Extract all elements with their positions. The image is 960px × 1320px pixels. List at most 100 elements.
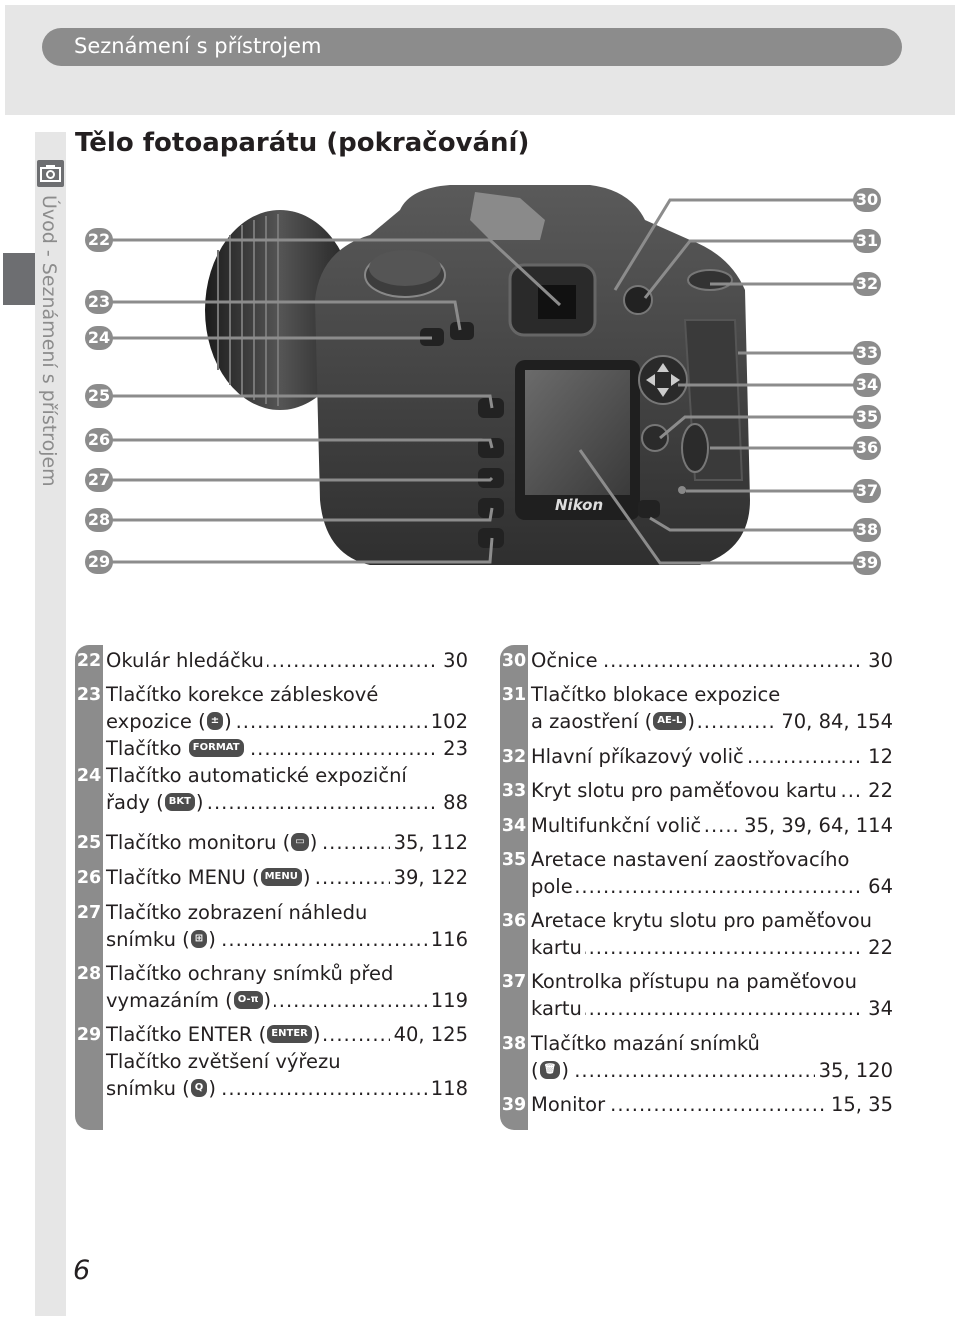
section-title: Seznámení s přístrojem (74, 34, 322, 58)
legend-label: Tlačítko korekce zábleskové (106, 683, 382, 706)
page-reference: 15, 35 (826, 1091, 893, 1118)
leader-dots: ........................................… (531, 997, 893, 1020)
legend-number: 30 (501, 651, 527, 671)
sidebar-strip (35, 132, 66, 1316)
button-glyph-icon: AE-L (653, 712, 687, 730)
page-reference: 30 (864, 647, 893, 674)
leader-dots: ........................................… (531, 936, 893, 959)
legend-label: Kryt slotu pro paměťovou kartu (531, 779, 840, 802)
legend-text: Aretace krytu slotu pro paměťovou (531, 909, 873, 932)
legend-line: Kontrolka přístupu na paměťovou (531, 968, 893, 995)
legend-line: Očnice..................................… (531, 647, 893, 674)
legend-text: Tlačítko monitoru ( (106, 831, 291, 854)
legend-label: Tlačítko mazání snímků (531, 1032, 763, 1055)
legend-text: řady ( (106, 791, 164, 814)
legend-number: 31 (501, 685, 527, 705)
leader-dots: ........................................… (531, 1059, 893, 1082)
legend-line: kartu...................................… (531, 934, 893, 961)
legend-number: 39 (501, 1095, 527, 1115)
legend-paren: ) (208, 928, 216, 951)
legend-text: kartu (531, 997, 582, 1020)
legend-paren: ) (312, 1023, 321, 1046)
legend-label: a zaostření (AE-L) (531, 710, 698, 733)
page-reference: 12 (864, 743, 893, 770)
legend-text: Tlačítko blokace expozice (531, 683, 781, 706)
page-reference: 39, 122 (389, 864, 468, 891)
legend-label: Tlačítko ENTER (ENTER) (106, 1023, 324, 1046)
legend-label: Aretace nastavení zaostřovacího (531, 848, 853, 871)
legend-text: vymazáním ( (106, 989, 233, 1012)
legend-label: (🗑) (531, 1059, 572, 1082)
legend-number: 32 (501, 747, 527, 767)
legend-line: Tlačítko korekce zábleskové (106, 681, 468, 708)
callout-28: 28 (85, 508, 113, 532)
legend-text: Tlačítko mazání snímků (531, 1032, 760, 1055)
legend-label: Multifunkční volič (531, 814, 705, 837)
legend-text: Hlavní příkazový volič (531, 745, 744, 768)
button-glyph-icon: ± (206, 712, 224, 730)
callout-22: 22 (85, 228, 113, 252)
legend-line: snímku (Q)..............................… (106, 1075, 468, 1102)
legend-label: vymazáním (O-π) (106, 989, 275, 1012)
button-glyph-icon: 🗑 (539, 1061, 561, 1079)
legend-text: pole (531, 875, 573, 898)
legend-line: (🗑).....................................… (531, 1057, 893, 1084)
legend-label: Kontrolka přístupu na paměťovou (531, 970, 860, 993)
leader-dots: ........................................… (531, 875, 893, 898)
legend-text: Kontrolka přístupu na paměťovou (531, 970, 857, 993)
legend-line: Tlačítko zobrazení náhledu (106, 899, 468, 926)
legend-label: Tlačítko zobrazení náhledu (106, 901, 371, 924)
legend-label: expozice (±) (106, 710, 235, 733)
legend-text: Tlačítko ochrany snímků před (106, 962, 394, 985)
page-reference: 70, 84, 154 (777, 708, 893, 735)
page-reference: 40, 125 (389, 1021, 468, 1048)
legend-number: 26 (76, 868, 102, 888)
legend-text: Multifunkční volič (531, 814, 702, 837)
callout-26: 26 (85, 428, 113, 452)
legend-line: expozice (±)............................… (106, 708, 468, 735)
button-glyph-icon: ⊞ (190, 930, 208, 948)
legend-text: Tlačítko automatické expoziční (106, 764, 407, 787)
page-reference: 30 (439, 647, 468, 674)
callout-36: 36 (853, 436, 881, 460)
legend-label: Tlačítko MENU (MENU) (106, 866, 314, 889)
page-reference: 35, 112 (389, 829, 468, 856)
page-reference: 116 (426, 926, 468, 953)
legend-label: kartu (531, 936, 585, 959)
legend-number: 23 (76, 685, 102, 705)
sidebar-tab-marker (3, 253, 35, 305)
callout-37: 37 (853, 479, 881, 503)
legend-number: 35 (501, 850, 527, 870)
legend-text: Okulár hledáčku (106, 649, 264, 672)
legend-text: snímku ( (106, 1077, 190, 1100)
page-reference: 34 (864, 995, 893, 1022)
legend-line: snímku (⊞)..............................… (106, 926, 468, 953)
legend-line: Aretace nastavení zaostřovacího (531, 846, 893, 873)
legend-line: Multifunkční volič......................… (531, 812, 893, 839)
legend-number: 36 (501, 911, 527, 931)
legend-line: Tlačítko monitoru (▭)...................… (106, 829, 468, 856)
page-number: 6 (73, 1255, 91, 1286)
legend-text: kartu (531, 936, 582, 959)
legend-text: Tlačítko ENTER ( (106, 1023, 267, 1046)
legend-label: Monitor (531, 1093, 609, 1116)
legend-right-bar (500, 645, 528, 1130)
callout-35: 35 (853, 405, 881, 429)
callout-33: 33 (853, 341, 881, 365)
legend-line: Tlačítko zvětšení výřezu (106, 1048, 468, 1075)
legend-line: Tlačítko FORMAT.........................… (106, 735, 468, 762)
legend-text: a zaostření ( (531, 710, 653, 733)
legend-line: a zaostření (AE-L)......................… (531, 708, 893, 735)
callout-25: 25 (85, 384, 113, 408)
callout-30: 30 (853, 188, 881, 212)
legend-label: Tlačítko monitoru (▭) (106, 831, 321, 854)
legend-label: Tlačítko zvětšení výřezu (106, 1050, 344, 1073)
legend-number: 22 (76, 651, 102, 671)
legend-label: snímku (⊞) (106, 928, 219, 951)
callout-23: 23 (85, 290, 113, 314)
legend-text: Kryt slotu pro paměťovou kartu (531, 779, 837, 802)
button-glyph-icon: FORMAT (188, 739, 244, 757)
legend-line: Kryt slotu pro paměťovou kartu..........… (531, 777, 893, 804)
